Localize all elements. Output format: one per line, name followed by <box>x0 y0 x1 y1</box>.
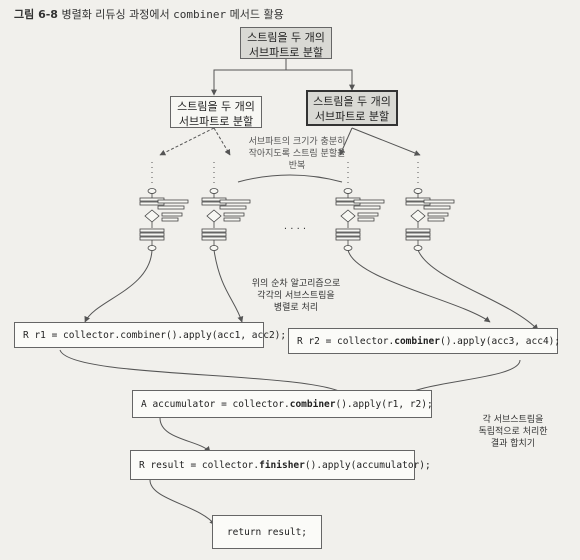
fan-arrow-1 <box>159 127 215 156</box>
split-box-left: 스트림을 두 개의 서브파트로 분할 <box>170 96 262 128</box>
fan-arrow-2 <box>213 127 231 156</box>
code-r1: R r1 = collector.combiner().apply(acc1, … <box>14 322 286 348</box>
note-repeat-line1: 서브파트의 크기가 충분히 <box>248 137 346 147</box>
fan-arrow-4 <box>351 127 421 156</box>
caption-code: combiner <box>173 8 227 21</box>
code-accumulator-before: A accumulator = collector. <box>141 398 290 410</box>
subpart-glyph-3 <box>335 188 385 251</box>
flow-result-to-return <box>149 479 216 526</box>
caption-suffix: 메서드 활용 <box>229 8 284 21</box>
subpart-glyph-4 <box>405 188 455 251</box>
note-sequential-line3: 병렬로 처리 <box>273 303 319 313</box>
note-repeat-line3: 반복 <box>288 161 306 171</box>
split-box-left-line2: 서브파트로 분할 <box>178 115 254 128</box>
note-sequential-line2: 각각의 서브스트림을 <box>257 291 335 301</box>
split-arrow-right <box>285 58 355 91</box>
flow-acc-to-result <box>159 417 211 453</box>
ellipsis: · · · · <box>283 224 307 235</box>
code-r2-method: combiner <box>394 335 440 347</box>
code-r2-before: R r2 = collector. <box>297 335 395 347</box>
split-box-right-line1: 스트림을 두 개의 <box>313 95 391 108</box>
flow-to-r2-b <box>417 249 539 331</box>
split-box-top-line2: 서브파트로 분할 <box>248 46 324 59</box>
subpart-glyph-1 <box>139 188 189 251</box>
code-result-after: ().apply(accumulator); <box>304 459 431 471</box>
code-result-method: finisher <box>259 459 305 471</box>
code-result-before: R result = collector. <box>139 459 260 471</box>
split-box-left-line1: 스트림을 두 개의 <box>177 100 255 113</box>
code-return: return result; <box>212 515 322 549</box>
flow-to-r1-a <box>84 249 153 323</box>
code-r1-text: R r1 = collector.combiner().apply(acc1, … <box>23 329 287 341</box>
repeat-brace <box>237 174 343 183</box>
note-combine: 각 서브스트림을 독립적으로 처리한 결과 합치기 <box>468 414 558 450</box>
note-sequential-line1: 위의 순차 알고리즘으로 <box>251 279 341 289</box>
code-r2-after: ().apply(acc3, acc4); <box>440 335 561 347</box>
split-box-right-line2: 서브파트로 분할 <box>314 110 390 123</box>
code-accumulator-method: combiner <box>289 398 336 410</box>
flow-to-r1-b <box>213 249 244 323</box>
split-box-top-line1: 스트림을 두 개의 <box>247 31 325 44</box>
code-accumulator: A accumulator = collector.combiner().app… <box>132 390 433 418</box>
note-sequential: 위의 순차 알고리즘으로 각각의 서브스트림을 병렬로 처리 <box>246 278 346 314</box>
fan-arrow-3 <box>339 127 353 156</box>
code-r2: R r2 = collector.combiner().apply(acc3, … <box>288 328 561 354</box>
code-return-text: return result; <box>226 526 308 538</box>
split-arrow-left <box>211 58 287 96</box>
caption-prefix: 병렬화 리듀싱 과정에서 <box>61 8 170 21</box>
subpart-glyph-2 <box>201 188 251 251</box>
note-combine-line2: 독립적으로 처리한 <box>478 427 548 437</box>
note-combine-line1: 각 서브스트림을 <box>482 415 544 425</box>
code-accumulator-after: ().apply(r1, r2); <box>335 398 433 410</box>
flow-to-r2-a <box>347 249 491 323</box>
code-result: R result = collector.finisher().apply(ac… <box>130 450 431 480</box>
note-combine-line3: 결과 합치기 <box>490 439 536 449</box>
flow-r1-to-acc <box>59 349 349 397</box>
figure-caption: 그림 6-8 병렬화 리듀싱 과정에서 combiner 메서드 활용 <box>14 6 284 22</box>
split-box-top: 스트림을 두 개의 서브파트로 분할 <box>240 27 332 59</box>
figure-number: 그림 6-8 <box>14 8 58 21</box>
split-box-right: 스트림을 두 개의 서브파트로 분할 <box>306 90 398 126</box>
note-repeat-split: 서브파트의 크기가 충분히 작아지도록 스트림 분할을 반복 <box>242 136 352 172</box>
note-repeat-line2: 작아지도록 스트림 분할을 <box>248 149 346 159</box>
